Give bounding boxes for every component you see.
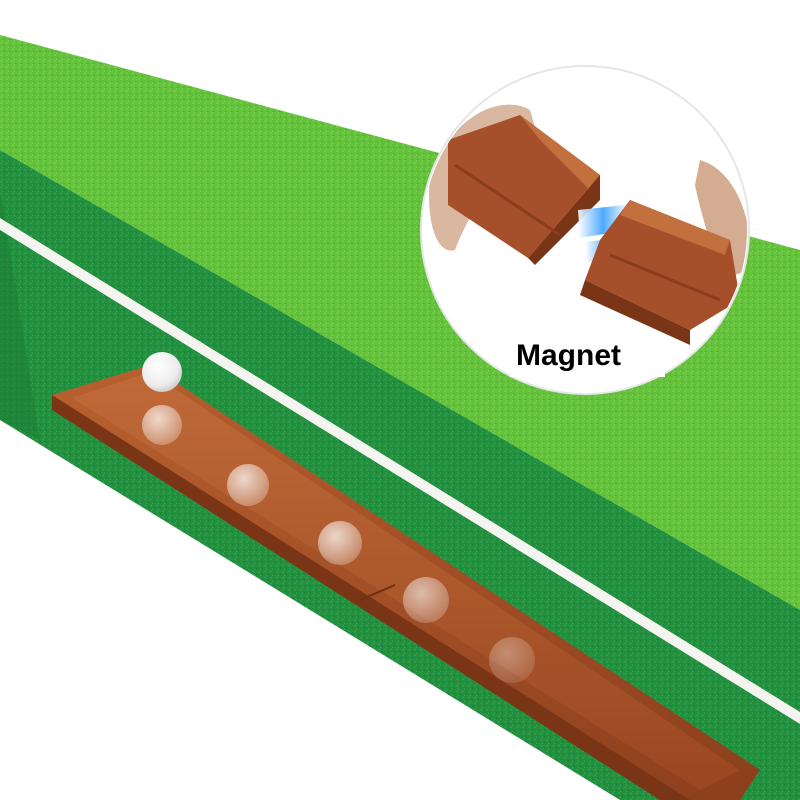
ball-motion-trail: [142, 405, 535, 683]
magnet-detail-callout: [420, 65, 750, 395]
turf-dark-edge: [0, 150, 40, 440]
white-guide-stripe: [0, 218, 800, 724]
turf-light-band: [0, 35, 800, 610]
magnet-label: Magnet: [510, 335, 665, 377]
golf-ball: [142, 352, 182, 392]
